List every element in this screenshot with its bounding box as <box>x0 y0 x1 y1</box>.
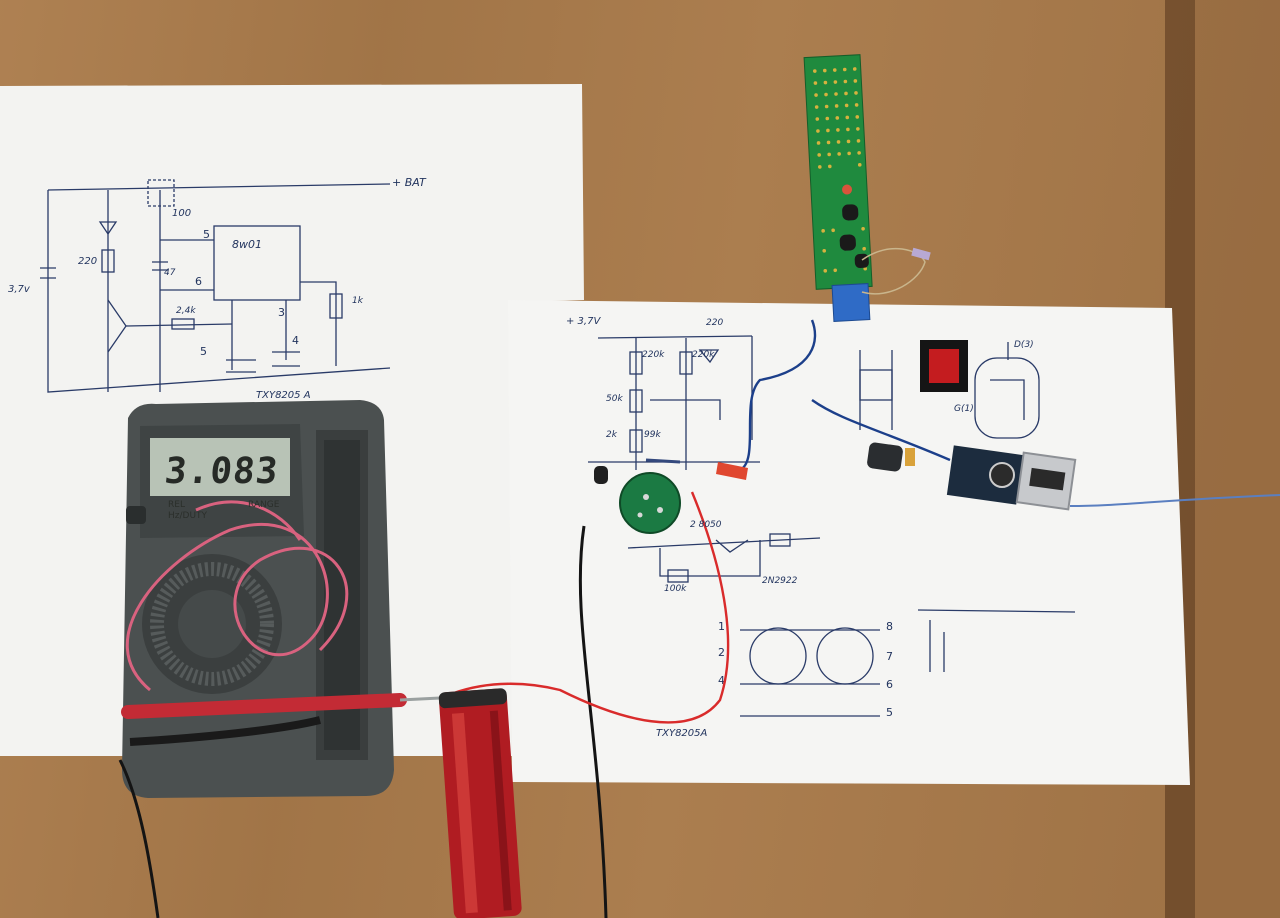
label-r7-right: 100k <box>664 584 687 594</box>
round-pcb <box>619 472 681 534</box>
probe-black <box>129 716 321 746</box>
led-red <box>842 184 853 195</box>
schematic-handwriting: 5 3 4 6 5 1 2 4 8 7 6 5 <box>195 228 893 719</box>
probe-red <box>121 693 407 719</box>
wire-blue-2 <box>811 399 951 462</box>
svg-text:3: 3 <box>278 306 285 319</box>
led-red-2 <box>716 462 748 480</box>
paper-sheet-right <box>508 300 1190 785</box>
lcd-label-hz: Hz/DUTY <box>168 511 208 521</box>
label-ic: 8w01 <box>232 238 262 251</box>
label-g: G(1) <box>954 404 974 414</box>
wire-red-lead <box>445 491 730 724</box>
label-bat: + BAT <box>392 176 426 189</box>
boost-module <box>946 445 1024 505</box>
label-t1-right: 2 8050 <box>690 520 722 530</box>
lcd-screen <box>150 438 290 496</box>
label-r6-right: 2k <box>606 430 617 440</box>
label-part-left: TXY8205 A <box>256 390 311 401</box>
wire-blue-3 <box>1069 494 1280 507</box>
label-cap-left: 47 <box>164 268 176 278</box>
label-r2-right: 220k <box>692 350 715 360</box>
svg-text:6: 6 <box>195 275 202 288</box>
svg-text:5: 5 <box>886 706 893 719</box>
potentiometer <box>831 283 871 322</box>
wire-resistor <box>861 247 926 295</box>
svg-text:6: 6 <box>886 678 893 691</box>
svg-text:4: 4 <box>718 674 725 687</box>
wire-pink <box>125 522 349 692</box>
right-schematic <box>588 335 1076 717</box>
label-d: D(3) <box>1014 340 1034 350</box>
svg-text:4: 4 <box>292 334 299 347</box>
label-r2-left: 2,4k <box>176 306 196 316</box>
perfboard <box>803 54 873 322</box>
label-voltage-right: + 3,7V <box>566 316 601 327</box>
svg-text:7: 7 <box>886 650 893 663</box>
wire-blue-1 <box>739 319 817 472</box>
svg-text:1: 1 <box>718 620 725 633</box>
left-schematic <box>40 179 391 393</box>
label-r1-right: 220k <box>642 350 665 360</box>
multimeter-reading: 3.083 <box>162 451 281 492</box>
svg-text:2: 2 <box>718 646 725 659</box>
label-t2-right: 2N2922 <box>762 576 798 586</box>
svg-text:5: 5 <box>203 228 210 241</box>
svg-text:8: 8 <box>886 620 893 633</box>
label-r4-right: 50k <box>606 394 623 404</box>
transistor <box>842 204 859 221</box>
label-r3-left: 1k <box>352 296 363 306</box>
label-r3-right: 220 <box>706 318 724 328</box>
wire-black-lead <box>118 759 160 918</box>
label-led-left: 100 <box>172 208 192 219</box>
lcd-label-range: RANGE <box>248 500 280 510</box>
label-r1-left: 220 <box>78 256 98 267</box>
small-transistor <box>594 466 608 484</box>
lcd-label-rel: REL <box>168 500 185 510</box>
svg-text:5: 5 <box>200 345 207 358</box>
label-r5-right: 99k <box>644 430 661 440</box>
battery-18650 <box>438 688 522 918</box>
label-voltage-left: 3,7v <box>8 284 30 295</box>
capacitor <box>867 442 903 472</box>
label-part-right: TXY8205A <box>656 728 708 739</box>
